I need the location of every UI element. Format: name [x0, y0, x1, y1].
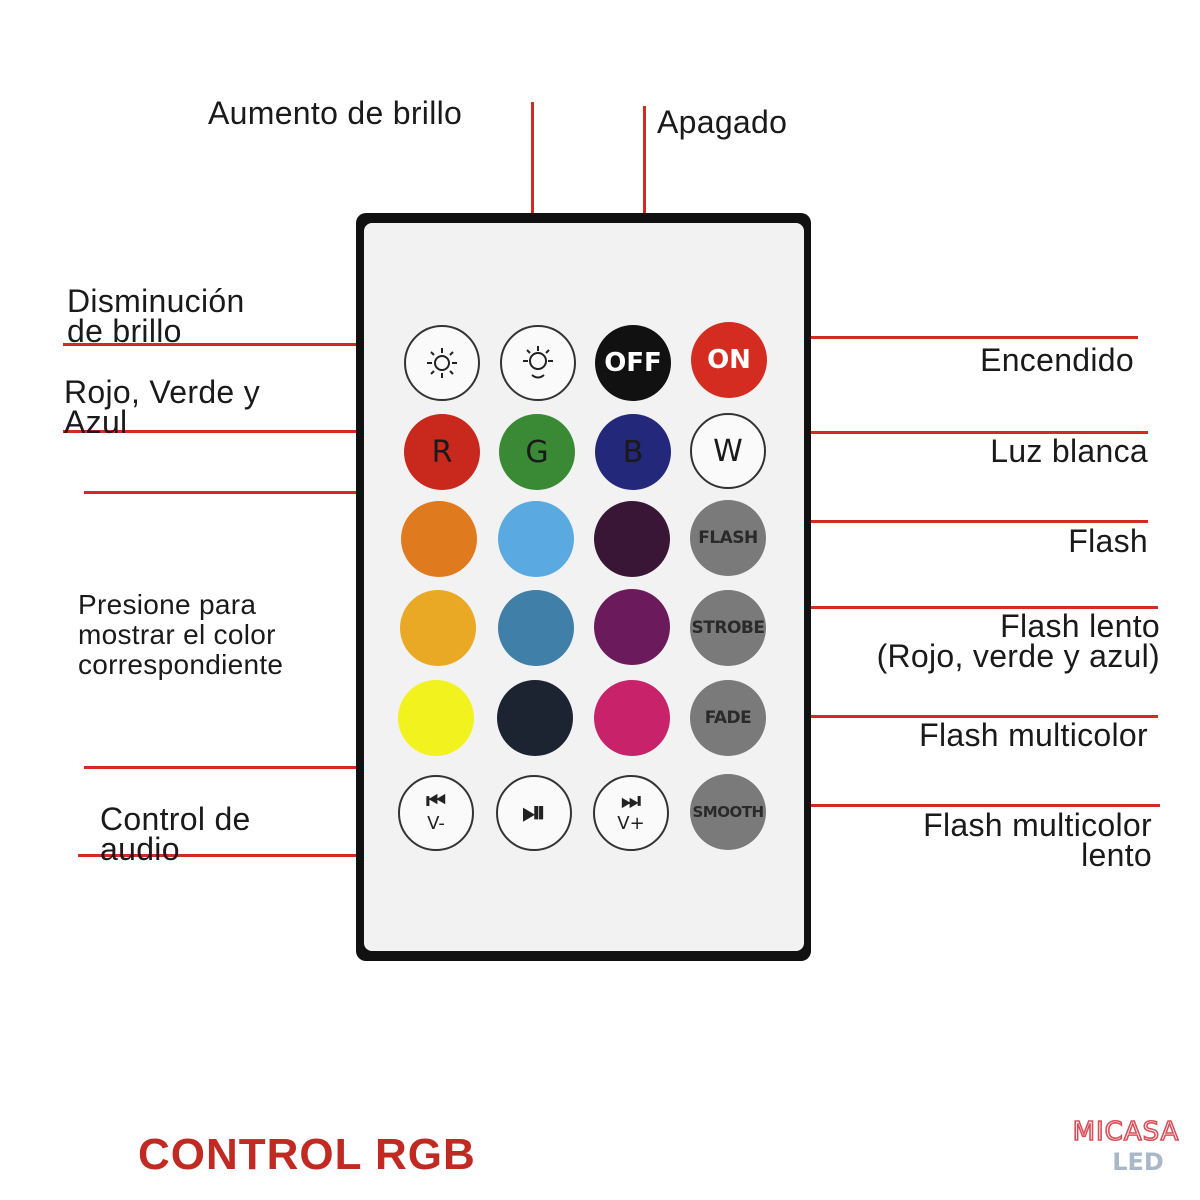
color-swatch-plum[interactable] [594, 589, 670, 665]
label-white-light: Luz blanca [990, 433, 1148, 469]
volume-down-button[interactable]: ⏮ V- [398, 775, 474, 851]
fade-button-label: FADE [704, 708, 752, 728]
connector-strobe [760, 606, 1158, 609]
svg-text:MICASA: MICASA [1073, 1117, 1180, 1147]
connector-flash [748, 520, 1148, 523]
color-swatch-dark-purple[interactable] [594, 501, 670, 577]
label-brightness-down: Disminución de brillo [67, 283, 245, 349]
volume-down-label: V- [427, 813, 445, 834]
connector-brightness-down [63, 343, 385, 346]
label-off: Apagado [657, 104, 788, 140]
micasa-led-logo-icon: MICASA LED [1072, 1116, 1180, 1176]
label-on: Encendido [980, 342, 1134, 378]
label-brightness-up: Aumento de brillo [208, 95, 463, 131]
color-swatch-yellow[interactable] [398, 680, 474, 756]
sun-small-icon [427, 348, 457, 378]
connector-fade [760, 715, 1158, 718]
page-title: CONTROL RGB [138, 1130, 476, 1179]
label-audio-control: Control de audio [100, 801, 251, 867]
volume-up-label: V+ [617, 813, 645, 834]
brightness-down-button[interactable] [404, 325, 480, 401]
svg-text:LED: LED [1112, 1148, 1164, 1176]
fade-button[interactable]: FADE [690, 680, 766, 756]
play-pause-icon: ⏯ [522, 795, 546, 830]
connector-white [760, 431, 1148, 434]
connector-rgb [63, 430, 385, 433]
label-color-select: Presione para mostrar el color correspon… [78, 589, 284, 680]
label-flash-slow: Flash lento (Rojo, verde y azul) [876, 608, 1160, 674]
connector-on [740, 336, 1138, 339]
smooth-button[interactable]: SMOOTH [690, 774, 766, 850]
brand-logo: MICASA LED [1068, 1110, 1184, 1176]
connector-smooth [760, 804, 1160, 807]
label-flash-multicolor-slow: Flash multicolor lento [923, 807, 1152, 873]
red-button-label: R [431, 434, 453, 470]
green-button-label: G [525, 434, 549, 470]
smooth-button-label: SMOOTH [692, 803, 764, 821]
strobe-button-label: STROBE [691, 618, 765, 638]
white-button-label: W [713, 433, 743, 469]
play-pause-button[interactable]: ⏯ [496, 775, 572, 851]
strobe-button[interactable]: STROBE [690, 590, 766, 666]
sun-large-icon [523, 346, 553, 379]
on-button-label: ON [707, 345, 751, 375]
on-button[interactable]: ON [691, 322, 767, 398]
label-rgb: Rojo, Verde y Azul [64, 374, 261, 440]
volume-up-button[interactable]: ⏭ V+ [593, 775, 669, 851]
rewind-icon: ⏮ [426, 789, 446, 814]
label-flash: Flash [1068, 523, 1148, 559]
blue-button[interactable]: B [595, 414, 671, 490]
red-button[interactable]: R [404, 414, 480, 490]
color-swatch-light-blue[interactable] [498, 501, 574, 577]
green-button[interactable]: G [499, 414, 575, 490]
flash-button-label: FLASH [698, 528, 758, 548]
color-swatch-steel-blue[interactable] [498, 590, 574, 666]
flash-button[interactable]: FLASH [690, 500, 766, 576]
color-swatch-amber[interactable] [400, 590, 476, 666]
color-swatch-navy[interactable] [497, 680, 573, 756]
color-swatch-magenta[interactable] [594, 680, 670, 756]
brightness-up-button[interactable] [500, 325, 576, 401]
fast-forward-icon: ⏭ [621, 789, 641, 814]
color-swatch-orange[interactable] [401, 501, 477, 577]
label-flash-multicolor: Flash multicolor [919, 717, 1148, 753]
white-button[interactable]: W [690, 413, 766, 489]
off-button[interactable]: OFF [595, 325, 671, 401]
blue-button-label: B [622, 434, 644, 470]
off-button-label: OFF [604, 348, 662, 378]
